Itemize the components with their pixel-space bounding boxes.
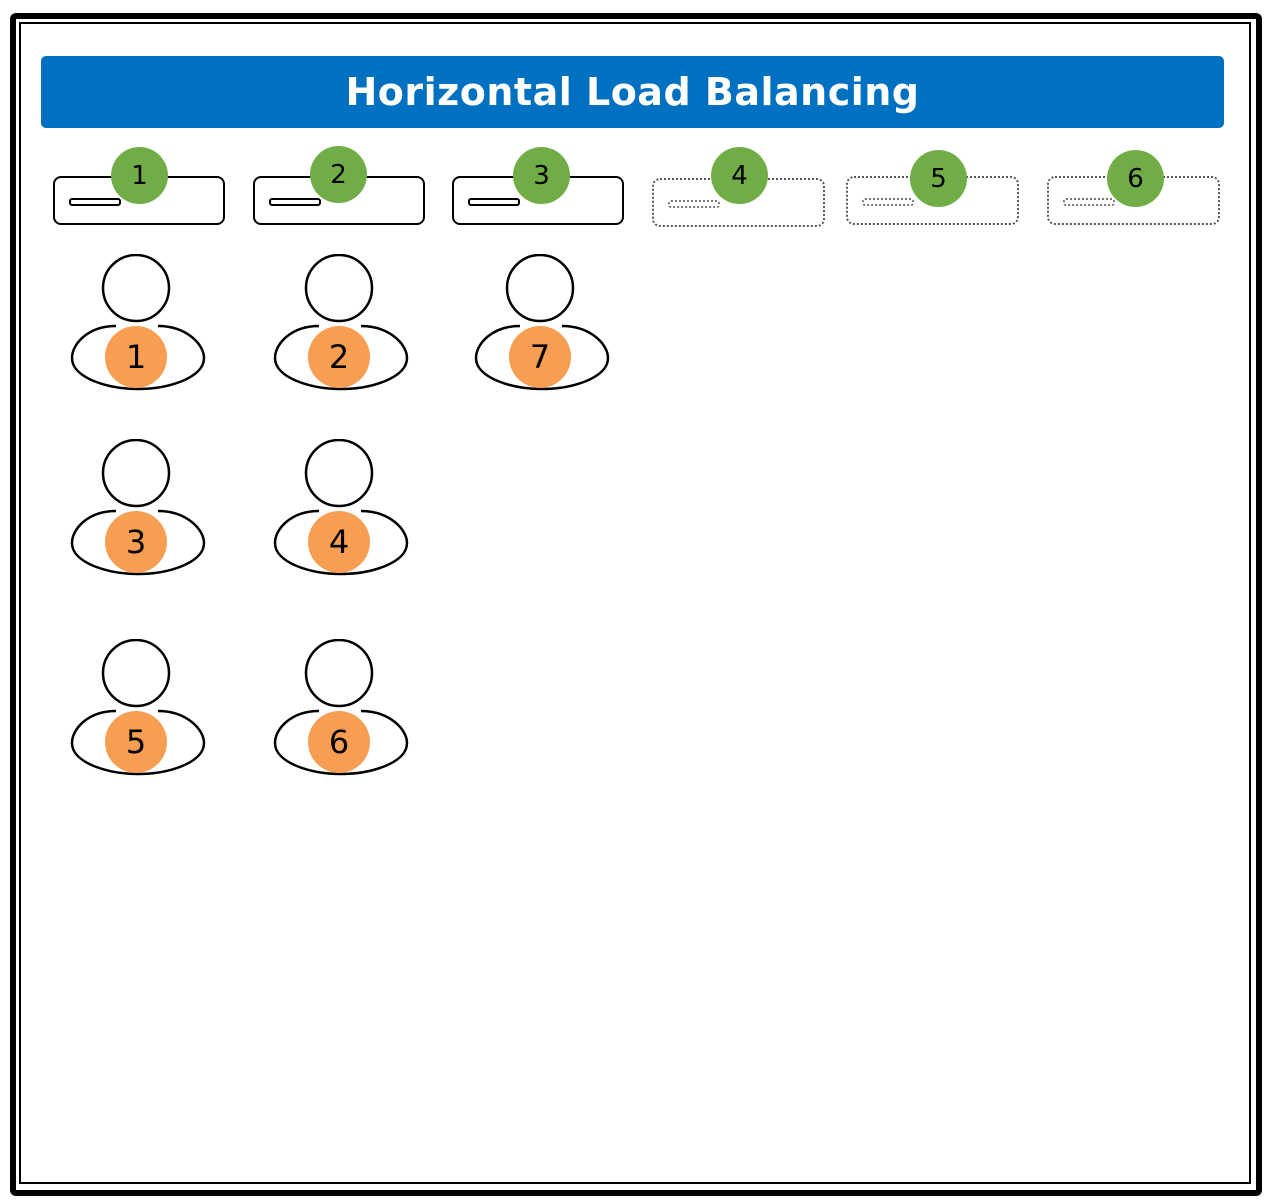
user-number-badge: 1 (105, 326, 167, 388)
person-icon (70, 639, 206, 776)
server-slot (269, 198, 321, 206)
user-number-badge: 5 (105, 711, 167, 773)
server-badge-3: 3 (513, 147, 570, 204)
title-banner: Horizontal Load Balancing (41, 56, 1224, 128)
user-3: 3 (68, 439, 208, 584)
page-title: Horizontal Load Balancing (345, 70, 920, 114)
user-number-badge: 7 (509, 326, 571, 388)
server-badge-1: 1 (111, 147, 168, 204)
server-slot (1063, 198, 1115, 206)
user-4: 4 (271, 439, 411, 584)
user-7: 7 (472, 254, 612, 399)
user-number-badge: 3 (105, 511, 167, 573)
server-badge-4: 4 (711, 147, 768, 204)
server-slot (668, 200, 720, 208)
user-number-badge: 6 (308, 711, 370, 773)
user-6: 6 (271, 639, 411, 784)
server-slot (69, 198, 121, 206)
user-5: 5 (68, 639, 208, 784)
server-badge-2: 2 (310, 146, 367, 203)
server-slot (862, 198, 914, 206)
server-badge-6: 6 (1107, 150, 1164, 207)
server-slot (468, 198, 520, 206)
server-badge-5: 5 (910, 150, 967, 207)
user-number-badge: 4 (308, 511, 370, 573)
user-2: 2 (271, 254, 411, 399)
user-1: 1 (68, 254, 208, 399)
user-number-badge: 2 (308, 326, 370, 388)
